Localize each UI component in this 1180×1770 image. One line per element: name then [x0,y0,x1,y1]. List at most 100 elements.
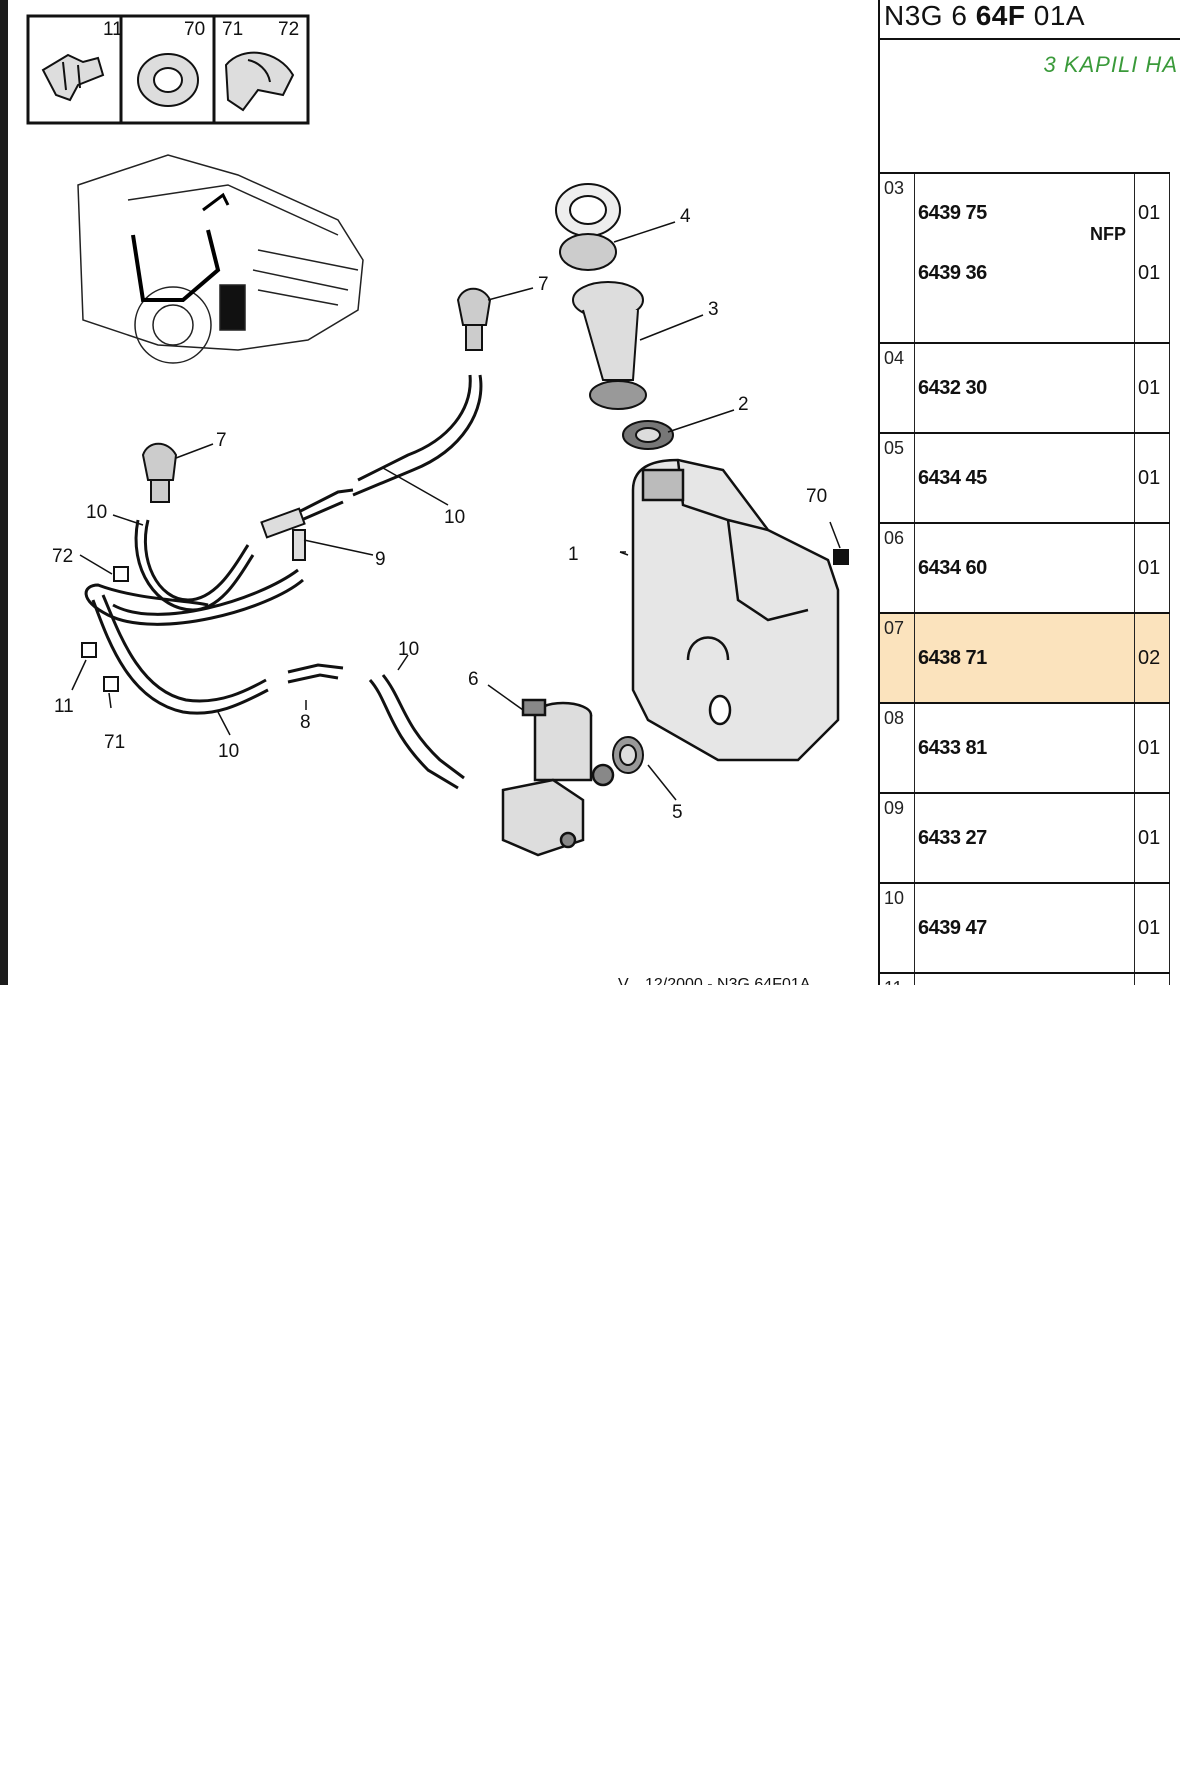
part-number[interactable]: 6439 75 [918,202,987,224]
clip-11-square [81,642,97,658]
column-divider [914,174,915,342]
column-divider [914,974,915,985]
row-index: 07 [884,618,905,638]
reference-code: 64F [975,0,1026,31]
callout-7-left: 7 [216,430,227,451]
quantity: 02 [1138,647,1161,669]
callout-8: 8 [300,712,311,733]
row-index: 06 [884,528,905,548]
washer-reservoir [631,458,840,762]
part-number[interactable]: 6434 60 [918,557,987,579]
quantity: 01 [1138,202,1161,224]
part-number[interactable]: 6433 27 [918,827,987,849]
column-divider [1169,344,1170,432]
column-divider [1134,974,1135,985]
column-divider [1134,524,1135,612]
row-index: 10 [884,888,905,908]
parts-row[interactable]: 10 6439 47 01 [880,882,1170,972]
part-note: NFP [1090,224,1126,244]
callout-10-c: 10 [218,741,239,762]
washer-nozzle-left [141,442,178,503]
column-divider [1169,434,1170,522]
window-left-edge [0,0,8,985]
callout-72: 72 [52,546,73,567]
callout-2: 2 [738,394,749,415]
part-number[interactable]: 6439 47 [918,917,987,939]
part-number[interactable]: 6434 45 [918,467,987,489]
column-divider [1134,884,1135,972]
model-label: 3 KAPILI HA [1043,52,1178,77]
callout-7-right: 7 [538,274,549,295]
column-divider [1134,434,1135,522]
parts-catalog-viewer: 11 70 71 72 [0,0,1180,985]
part-number[interactable]: 6438 71 [918,647,987,669]
callout-4: 4 [680,206,691,227]
column-divider [914,794,915,882]
level-sensor-grommet [612,736,644,774]
grommet-70-square [833,549,849,565]
exploded-parts-diagram: 11 70 71 72 [8,0,849,857]
part-number[interactable]: 6439 36 [918,262,987,284]
column-divider [914,344,915,432]
clip-71-square [103,676,119,692]
row-index: 04 [884,348,905,368]
column-divider [1169,704,1170,792]
column-divider [1169,884,1170,972]
clip-11-icon [41,53,105,102]
inset-label-71: 71 [222,19,243,40]
part-number[interactable]: 6432 30 [918,377,987,399]
quantity: 01 [1138,827,1161,849]
parts-row[interactable]: 11 [880,972,1170,985]
quantity: 01 [1138,262,1161,284]
column-divider [1134,794,1135,882]
t-connector [260,507,306,561]
column-divider [914,704,915,792]
parts-row[interactable]: 06 6434 60 01 [880,522,1170,612]
row-index: 11 [884,978,903,985]
callout-10-d: 10 [398,639,419,660]
filler-neck [572,281,647,410]
callout-70: 70 [806,486,827,507]
leader-lines [71,221,841,801]
column-divider [1134,174,1135,342]
callout-10-a: 10 [86,502,107,523]
column-divider [1134,614,1135,702]
column-divider [914,884,915,972]
column-divider [1169,524,1170,612]
inset-label-72: 72 [278,19,299,40]
column-divider [1134,344,1135,432]
reference-header: N3G 6 64F 01A [884,0,1085,32]
column-divider [914,614,915,702]
callout-3: 3 [708,299,719,320]
callout-71: 71 [104,732,125,753]
column-divider [1134,704,1135,792]
row-index: 03 [884,178,905,198]
filler-cap [555,183,621,271]
reference-suffix: 01A [1033,0,1086,31]
parts-row[interactable]: 07 6438 71 02 [880,612,1170,702]
neck-seal [622,420,674,450]
column-divider [1169,614,1170,702]
quantity: 01 [1138,467,1161,489]
header-divider [880,38,1180,40]
part-number[interactable]: 6433 81 [918,737,987,759]
row-index: 08 [884,708,905,728]
column-divider [1169,794,1170,882]
callout-11: 11 [54,696,74,717]
callout-6: 6 [468,669,479,690]
quantity: 01 [1138,917,1161,939]
column-divider [914,434,915,522]
footer-caption: V... 12/2000 - N3G 64F01A [618,976,811,985]
clip-72-square [113,566,129,582]
washer-pump [501,698,615,857]
inset-label-70: 70 [184,19,205,40]
callout-5: 5 [672,802,683,823]
column-divider [914,524,915,612]
quantity: 01 [1138,557,1161,579]
